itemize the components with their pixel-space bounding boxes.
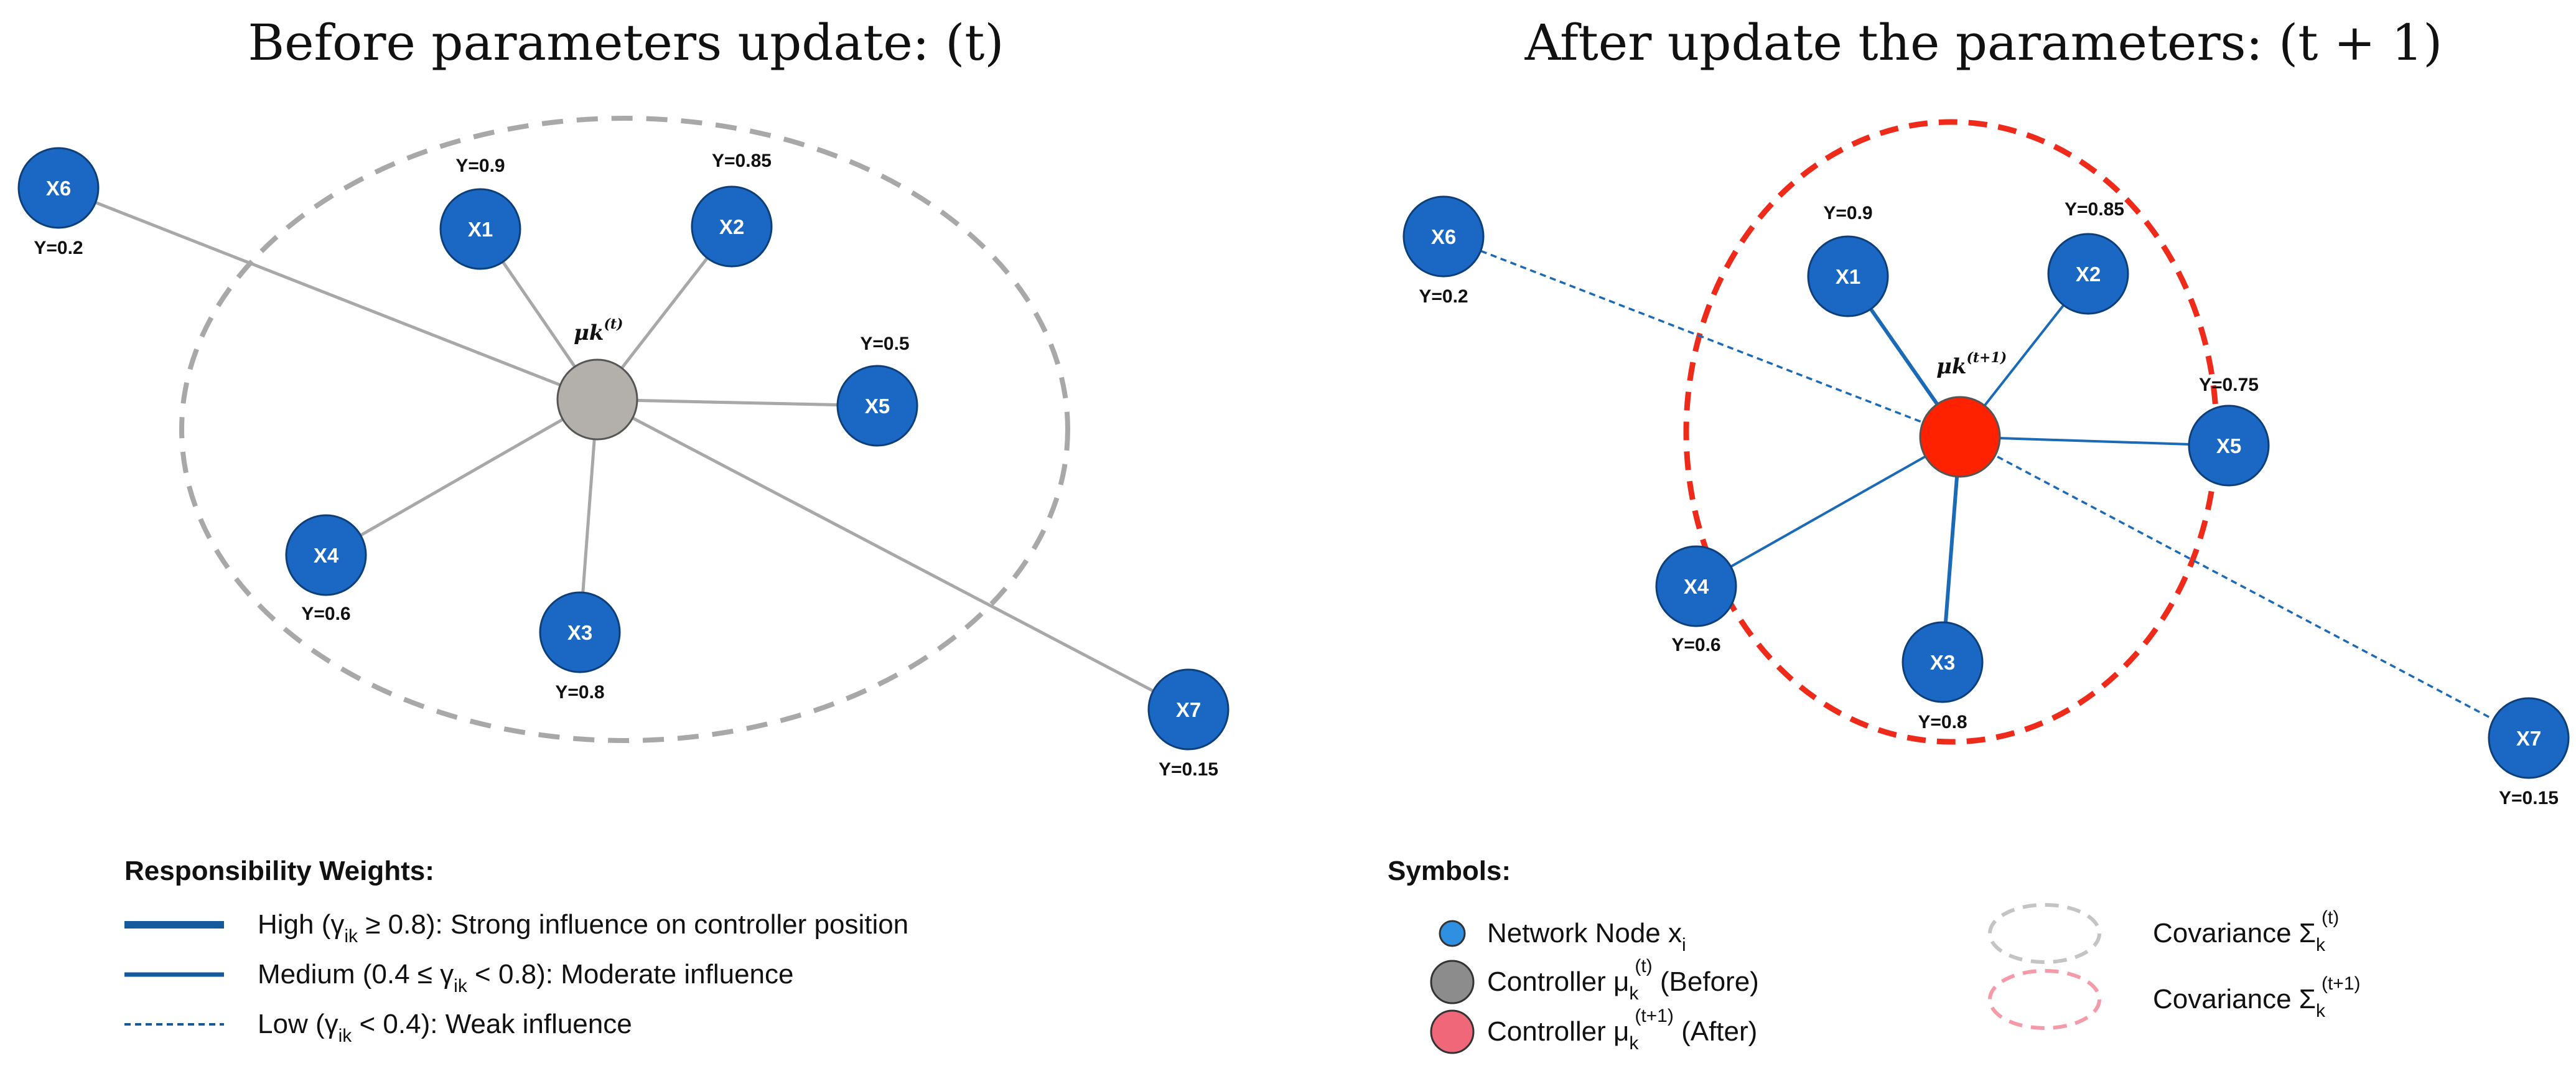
node-y-label: Y=0.5 [860,334,909,354]
node-y-label: Y=0.15 [2499,788,2559,808]
node-id-label: X1 [1836,265,1860,288]
node-y-label: Y=0.9 [455,156,505,176]
network-node-x6: X6Y=0.2 [1402,195,1485,307]
controller-label: μk(t+1) [1936,350,2007,379]
node-id-label: X5 [865,395,890,418]
edge-x7 [1959,436,2529,739]
node-y-label: Y=0.2 [1419,286,1468,307]
symbol-controller-after: Controller μk(t+1) (After) [1430,1006,1757,1054]
node-circle [1655,545,1737,627]
node-circle [691,185,773,268]
network-node-x2: X2 Y=0.85 [691,151,773,268]
node-id-label: X7 [1176,698,1201,721]
node-id-label: X6 [46,177,71,200]
controller-label: μk(t) [574,316,623,345]
responsibility-legend: Responsibility Weights: High (γik ≥ 0.8):… [124,856,908,1046]
symbol-marker [1439,920,1466,947]
symbol-text: Controller μk(t+1) (After) [1487,1006,1757,1054]
panel-after: After update the parameters: (t + 1) μk(t… [1402,14,2570,808]
symbol-controller-before: Controller μk(t) (Before) [1430,956,1759,1004]
edge-x6 [58,186,598,401]
node-id-label: X4 [314,544,339,567]
legend-heading: Responsibility Weights: [124,856,434,886]
node-circle [1807,235,1889,317]
network-node-x1: X1 Y=0.9 [439,156,521,270]
symbol-covariance-after: Covariance Σk(t+1) [1988,969,2361,1030]
symbol-marker [1430,1009,1475,1054]
node-y-label: Y=0.75 [2199,375,2259,395]
node-id-label: X3 [567,621,592,644]
node-id-label: X6 [1431,225,1456,248]
symbol-covariance-before: Covariance Σk(t) [1988,903,2339,964]
node-id-label: X4 [1684,575,1709,598]
node-circle [2488,697,2570,779]
controller-node [1919,396,2001,478]
network-node-x3: X3Y=0.8 [1902,621,1984,732]
edge-x4 [325,398,599,557]
node-circle [285,514,367,596]
symbols-heading: Symbols: [1388,856,1511,886]
node-id-label: X7 [2516,727,2541,750]
node-id-label: X2 [719,215,744,238]
symbol-text: Covariance Σk(t+1) [2153,973,2361,1021]
node-y-label: Y=0.6 [1671,635,1720,655]
node-id-label: X1 [468,218,493,241]
edge-x4 [1696,436,1961,587]
node-y-label: Y=0.8 [555,682,604,703]
node-circle [1147,668,1230,751]
symbol-text: Controller μk(t) (Before) [1487,956,1759,1004]
network-node-x1: X1 Y=0.9 [1807,203,1889,317]
network-node-x2: X2 Y=0.85 [2047,199,2129,315]
network-node-x7: X7Y=0.15 [2488,697,2570,808]
panel-before: Before parameters update: (t)μk(t)X1Y=0.… [17,14,1230,780]
legend-item-low: Low (γik < 0.4): Weak influence [258,1009,632,1046]
node-y-label: Y=0.6 [301,604,350,624]
symbol-text: Covariance Σk(t) [2153,907,2339,955]
network-node-x5: X5 Y=0.75 [2188,375,2270,487]
symbol-marker [1988,969,2101,1030]
legend-item-medium: Medium (0.4 ≤ γik < 0.8): Moderate influ… [258,959,793,996]
node-circle [836,365,918,447]
node-circle [2047,233,2129,315]
network-node-x4: X4Y=0.6 [285,514,367,624]
edge-x7 [596,398,1190,711]
node-id-label: X5 [2216,434,2241,457]
symbol-marker [1988,903,2101,964]
node-circle [539,591,621,673]
symbol-marker [1430,960,1475,1004]
node-circle [1402,195,1485,278]
network-node-x5: X5 Y=0.5 [836,334,918,447]
node-id-label: X2 [2076,263,2101,286]
node-circle [439,188,521,270]
panel-title: After update the parameters: (t + 1) [1524,14,2443,72]
node-id-label: X3 [1930,651,1955,674]
node-y-label: Y=0.9 [1823,203,1872,223]
node-circle [1902,621,1984,703]
symbol-text: Network Node xi [1487,918,1686,955]
node-y-label: Y=0.15 [1159,759,1218,780]
network-node-x3: X3Y=0.8 [539,591,621,703]
legend-item-high: High (γik ≥ 0.8): Strong influence on co… [258,909,908,947]
controller-node [556,358,638,441]
node-y-label: Y=0.8 [1918,712,1967,732]
panel-title: Before parameters update: (t) [248,14,1004,72]
node-y-label: Y=0.85 [712,151,772,171]
network-node-x7: X7Y=0.15 [1147,668,1230,780]
symbol-network-node: Network Node xi [1439,918,1686,955]
covariance-ellipse [179,116,1070,743]
node-circle [2188,405,2270,487]
edge-x6 [1443,235,1961,438]
node-circle [17,147,100,229]
network-node-x6: X6Y=0.2 [17,147,100,258]
edge-x5 [1959,436,2229,447]
edge-x5 [597,398,878,408]
network-node-x4: X4Y=0.6 [1655,545,1737,655]
node-y-label: Y=0.85 [2065,199,2124,220]
node-y-label: Y=0.2 [34,238,83,258]
